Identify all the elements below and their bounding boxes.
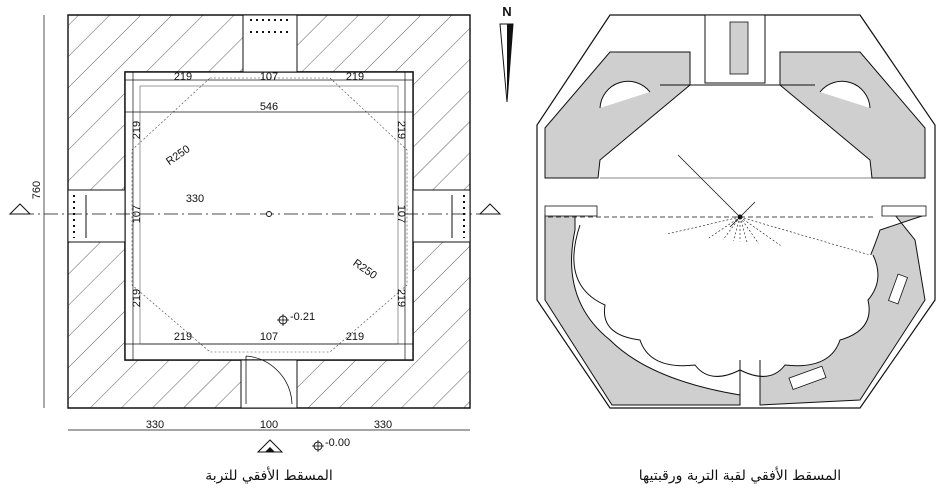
dim-bottom-left: 219 [174,331,192,343]
dim-bottom-mid: 107 [260,331,278,343]
right-opening [412,189,471,243]
dome-petals [573,224,879,377]
dim-right-107: 107 [395,205,407,223]
wall-mass-upper-left [544,51,691,179]
wall-mass-lower-left [544,214,741,406]
right-floor-plan: المسقط الأفقي لقبة التربة ورقبتيها [536,14,936,484]
niche-upper-right [819,80,871,109]
dim-bottom-right: 219 [346,331,364,343]
dim-base-mid: 100 [260,419,278,431]
dim-right-219-top: 219 [395,121,407,139]
dim-top-mid: 107 [260,71,278,83]
level-ground: -0.00 [325,437,350,449]
left-floor-plan: 219 107 219 546 R250 330 R250 219 107 21… [8,14,502,484]
dim-top-left: 219 [174,71,192,83]
dim-right-219-bottom: 219 [395,289,407,307]
left-opening [67,189,126,243]
section-marker-right [478,203,502,215]
dim-overall-height: 760 [31,181,43,199]
dim-inner-width: 546 [260,101,278,113]
level-inner: -0.21 [290,311,315,323]
dim-base-left: 330 [146,419,164,431]
north-arrow: N [499,4,514,103]
section-marker-left [8,203,32,215]
left-plan-caption: المسقط الأفقي للتربة [205,466,333,484]
dim-left-107: 107 [131,205,143,223]
right-plan-caption: المسقط الأفقي لقبة التربة ورقبتيها [639,466,841,484]
north-label: N [502,4,511,19]
wall-mass-upper-right [779,51,926,179]
niche-upper-left [599,80,651,109]
top-niche [242,14,298,73]
dim-left-219-top: 219 [131,121,143,139]
door-swing [245,355,293,405]
dim-span-330: 330 [186,193,204,205]
dim-base-right: 330 [374,419,392,431]
dim-top-right: 219 [346,71,364,83]
entrance-door [240,359,298,409]
dim-left-219-bottom: 219 [131,289,143,307]
